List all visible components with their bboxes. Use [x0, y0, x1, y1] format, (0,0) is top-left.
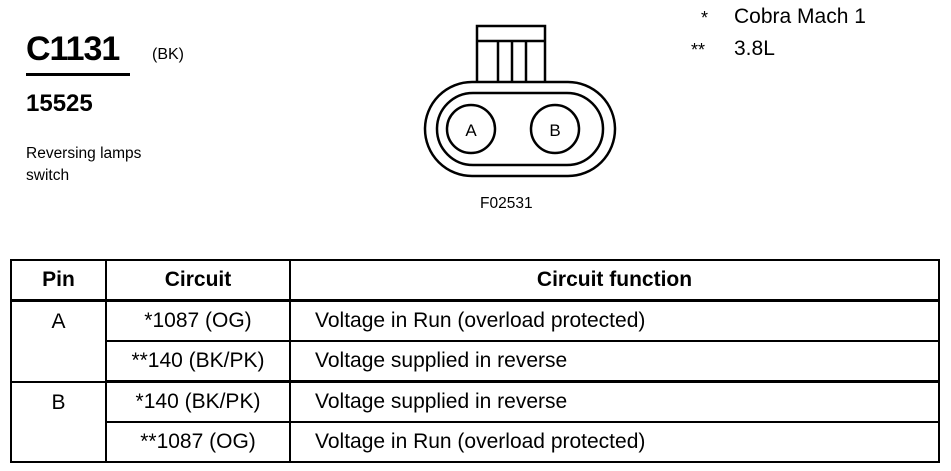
table-row: B *140 (BK/PK) Voltage supplied in rever…: [10, 380, 940, 463]
legend-symbol: *: [701, 8, 709, 28]
table-row: **140 (BK/PK) Voltage supplied in revers…: [11, 340, 940, 383]
header-circuit-function: Circuit function: [289, 259, 940, 302]
pin-circuit-table: Pin Circuit Circuit function A *1087 (OG…: [10, 259, 940, 463]
function-cell: Voltage supplied in reverse: [289, 380, 940, 423]
connector-description: Reversing lamps switch: [26, 145, 142, 184]
connector-latch: [475, 24, 547, 88]
circuit-cell: **1087 (OG): [105, 421, 291, 463]
function-cell: Voltage supplied in reverse: [289, 340, 940, 383]
circuit-cell: **140 (BK/PK): [105, 340, 291, 383]
part-number: 15525: [26, 90, 93, 117]
circuit-cell: *140 (BK/PK): [105, 380, 291, 423]
header-circuit: Circuit: [105, 259, 291, 302]
function-cell: Voltage in Run (overload protected): [289, 421, 940, 463]
pin-cell: A: [10, 299, 107, 383]
pin-b-cavity: B: [529, 103, 581, 155]
table-row: **1087 (OG) Voltage in Run (overload pro…: [11, 421, 940, 463]
connector-id: C1131: [26, 30, 120, 68]
pin-cell: B: [10, 380, 107, 463]
circuit-cell: *1087 (OG): [105, 299, 291, 342]
pin-b-label: B: [549, 121, 560, 140]
pin-a-cavity: A: [445, 103, 497, 155]
figure-code: F02531: [480, 195, 533, 212]
legend-symbol: **: [691, 40, 706, 60]
connector-color-code: (BK): [152, 46, 184, 63]
connector-body-inner: [435, 91, 605, 167]
header-pin: Pin: [10, 259, 107, 302]
legend-meaning: Cobra Mach 1: [734, 5, 866, 28]
table-row: A *1087 (OG) Voltage in Run (overload pr…: [10, 299, 940, 383]
function-cell: Voltage in Run (overload protected): [289, 299, 940, 342]
pin-a-label: A: [465, 121, 477, 140]
connector-face-diagram: A B: [423, 24, 617, 178]
connector-id-underline: [26, 73, 130, 76]
legend-meaning: 3.8L: [734, 37, 775, 60]
table-header-row: Pin Circuit Circuit function: [10, 259, 940, 302]
